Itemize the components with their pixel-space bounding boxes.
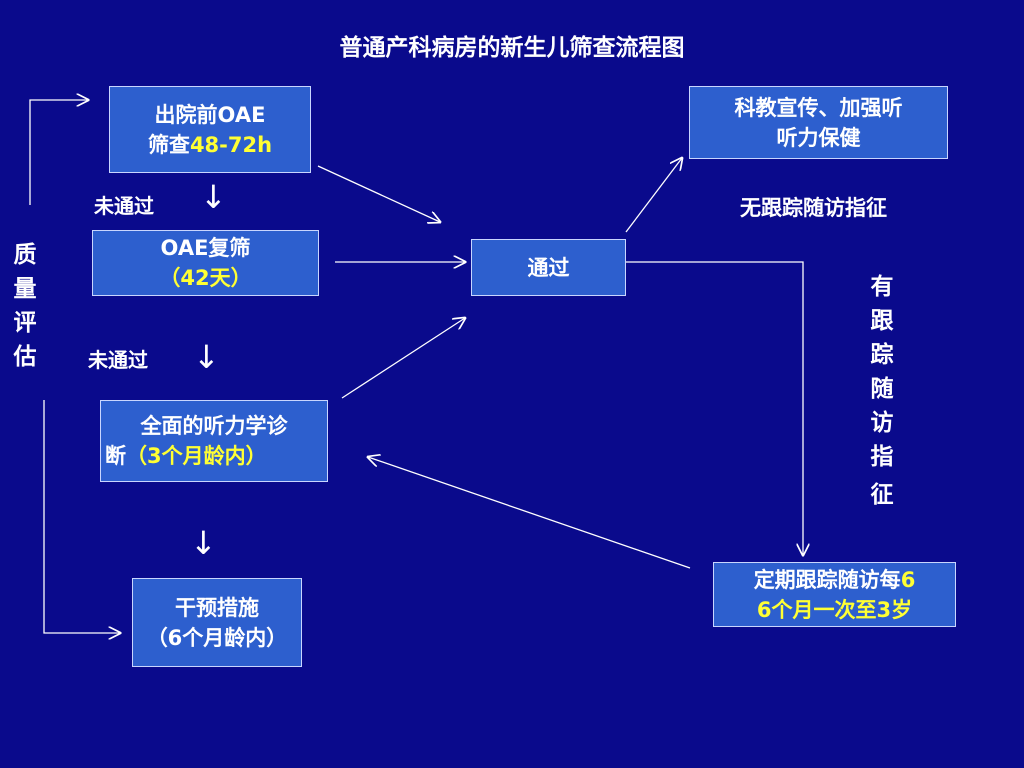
oae-to-pass-arrow	[317, 165, 440, 222]
not-pass-label-2: 未通过	[88, 348, 148, 372]
followup-char: 指	[870, 444, 894, 470]
pass-label: 通过	[527, 255, 570, 280]
pass-box: 通过	[471, 239, 626, 296]
followup-char: 访	[870, 410, 894, 436]
followup-char: 有	[870, 274, 894, 300]
quality-char: 质	[13, 242, 37, 268]
followup-to-diagnosis-arrow	[368, 457, 691, 569]
followup-line2: 6个月一次至3岁	[756, 597, 913, 622]
oae-recheck-box: OAE复筛 （42天）	[92, 230, 319, 296]
oae-before-line2-highlight: 48-72h	[189, 132, 273, 157]
has-followup-vertical-label: 有 跟 踪 随 访 指 征	[867, 270, 897, 512]
oae-recheck-line2: （42天）	[159, 266, 252, 290]
quality-char: 量	[13, 276, 37, 302]
education-line2: 听力保健	[776, 125, 861, 150]
intervention-line1: 干预措施	[175, 595, 259, 620]
pass-to-education-arrow	[625, 158, 682, 233]
oae-before-line2: 筛查48-72h	[110, 130, 310, 160]
followup-char: 随	[870, 376, 894, 402]
quality-loop-bottom-arrow	[43, 400, 120, 633]
full-diagnosis-line1: 全面的听力学诊	[140, 414, 288, 438]
followup-line1-prefix: 定期跟踪随访每	[753, 567, 901, 592]
pass-to-followup-arrow	[626, 261, 803, 555]
down-arrow-icon: ↓	[200, 178, 227, 216]
oae-before-line1: 出院前OAE	[154, 102, 266, 127]
quality-assessment-vertical-label: 质 量 评 估	[10, 238, 40, 374]
page-title: 普通产科病房的新生儿筛查流程图	[339, 35, 685, 61]
quality-char: 评	[13, 310, 37, 336]
full-diagnosis-line2-highlight: （3个月龄内）	[126, 444, 267, 468]
full-diagnosis-line2: 断（3个月龄内）	[101, 441, 327, 471]
oae-recheck-line1: OAE复筛	[160, 236, 251, 260]
down-arrow-icon: ↓	[193, 338, 220, 376]
intervention-box: 干预措施 （6个月龄内）	[132, 578, 302, 667]
education-box: 科教宣传、加强听 听力保健	[689, 86, 948, 159]
oae-before-line2-prefix: 筛查	[147, 132, 190, 157]
quality-loop-top-arrow	[29, 100, 88, 205]
full-diagnosis-line2-prefix: 断	[105, 444, 126, 468]
followup-char: 踪	[870, 342, 894, 368]
followup-line1-highlight: 6	[900, 567, 916, 592]
oae-before-discharge-box: 出院前OAE 筛查48-72h	[109, 86, 311, 173]
followup-line1: 定期跟踪随访每6	[714, 565, 955, 595]
full-diagnosis-box: 全面的听力学诊 断（3个月龄内）	[100, 400, 328, 482]
intervention-line2: （6个月龄内）	[146, 625, 288, 650]
no-followup-label: 无跟踪随访指征	[740, 196, 887, 220]
quality-char: 估	[13, 344, 37, 370]
followup-char: 征	[870, 482, 894, 508]
diagnosis-to-pass-arrow	[341, 318, 465, 399]
education-line1: 科教宣传、加强听	[734, 95, 903, 120]
followup-char: 跟	[870, 308, 894, 334]
followup-box: 定期跟踪随访每6 6个月一次至3岁	[713, 562, 956, 627]
down-arrow-icon: ↓	[190, 524, 217, 562]
not-pass-label-1: 未通过	[94, 194, 154, 218]
